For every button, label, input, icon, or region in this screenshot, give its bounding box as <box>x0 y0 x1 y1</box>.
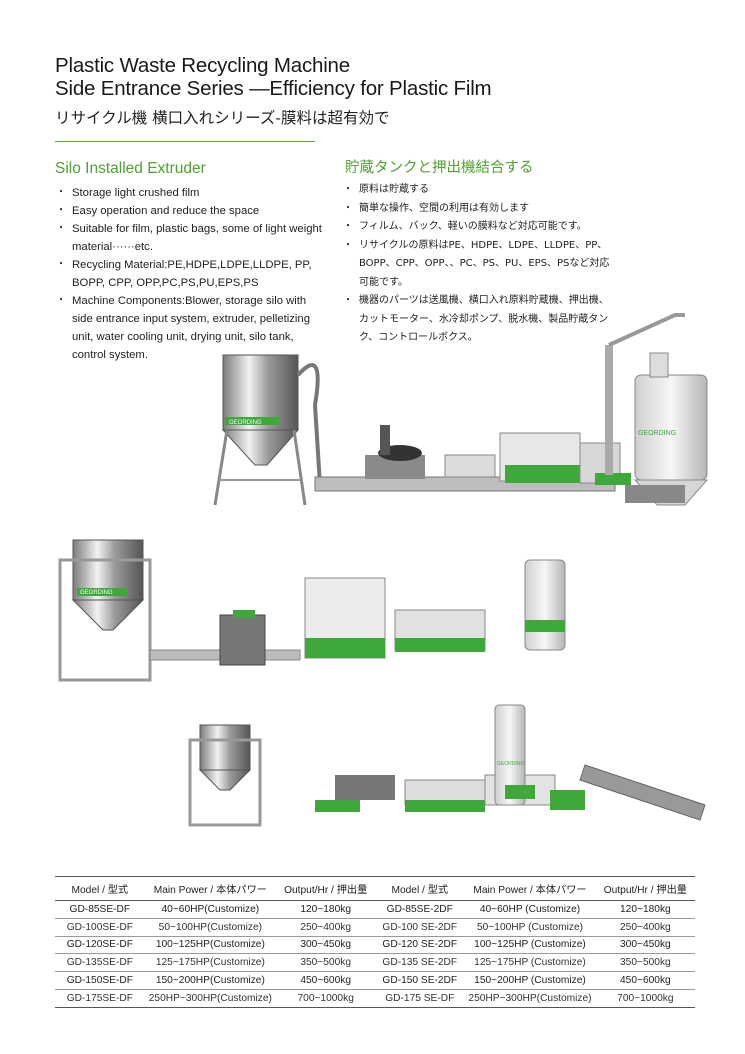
feature-item: Machine Components:Blower, storage silo … <box>56 292 328 364</box>
table-cell: 125~175HP(Customize) <box>144 953 277 973</box>
feature-item-jp: 機器のパーツは送風機、横口入れ原料貯蔵機、押出機、カットモーター、水冷却ポンプ、… <box>343 292 610 348</box>
table-cell: 50~100HP(Customize) <box>144 918 277 937</box>
table-cell: 40~60HP (Customize) <box>464 900 596 919</box>
logo-text: GEORDING <box>229 420 262 426</box>
logo-text: GEORDING <box>80 590 113 596</box>
table-cell: 300~450kg <box>595 936 695 955</box>
table-cell: GD-85SE-2DF <box>375 900 465 919</box>
table-cell: 120~180kg <box>276 900 376 919</box>
table-cell: 100~125HP(Customize) <box>144 936 277 955</box>
table-cell: GD-135 SE-2DF <box>375 953 465 973</box>
column-header: Output/Hr / 押出量 <box>276 876 376 901</box>
table-cell: 300~450kg <box>276 936 376 955</box>
machine-illustration-1: GEORDING GEORDING <box>213 313 709 506</box>
table-row: GD-120SE-DF 100~125HP(Customize) 300~450… <box>55 936 695 955</box>
column-header: Model / 型式 <box>375 876 465 901</box>
table-header-row: Model / 型式 Main Power / 本体パワー Output/Hr … <box>55 876 695 901</box>
section-heading-jp: 貯蔵タンクと押出機結合する <box>345 160 534 176</box>
column-header: Model / 型式 <box>55 876 145 901</box>
column-header: Output/Hr / 押出量 <box>595 876 695 901</box>
title-japanese: リサイクル機 横口入れシリーズ-膜料は超有効で <box>55 109 390 127</box>
title-line-2: Side Entrance Series —Efficiency for Pla… <box>55 77 492 100</box>
table-row: GD-100SE-DF 50~100HP(Customize) 250~400k… <box>55 918 695 937</box>
table-row: GD-135SE-DF 125~175HP(Customize) 350~500… <box>55 953 695 973</box>
title-line-1: Plastic Waste Recycling Machine <box>55 54 350 77</box>
table-cell: GD-100SE-DF <box>55 918 145 937</box>
title-divider <box>55 141 315 142</box>
machine-illustration-3: GEORDING <box>188 704 706 827</box>
section-heading-en: Silo Installed Extruder <box>55 160 206 177</box>
table-cell: 125~175HP (Customize) <box>464 953 596 973</box>
table-cell: GD-150 SE-2DF <box>375 971 465 990</box>
feature-item-jp: 原料は貯蔵する <box>343 181 610 200</box>
table-cell: GD-175 SE-DF <box>375 989 465 1008</box>
feature-item: Easy operation and reduce the space <box>56 202 328 220</box>
table-cell: GD-120SE-DF <box>55 936 145 955</box>
machine-illustration-2: GEORDING <box>58 539 566 682</box>
table-cell: GD-100 SE-2DF <box>375 918 465 937</box>
feature-item-jp: 簡単な操作、空間の利用は有効します <box>343 200 610 219</box>
table-cell: 700~1000kg <box>595 989 695 1008</box>
table-cell: GD-175SE-DF <box>55 989 145 1008</box>
feature-item: Recycling Material:PE,HDPE,LDPE,LLDPE, P… <box>56 256 328 292</box>
page-title: Plastic Waste Recycling Machine Side Ent… <box>55 54 492 100</box>
column-header: Main Power / 本体パワー <box>144 876 277 901</box>
table-cell: 150~200HP (Customize) <box>464 971 596 990</box>
table-cell: GD-85SE-DF <box>55 900 145 919</box>
table-row: GD-85SE-DF 40~60HP(Customize) 120~180kg … <box>55 900 695 919</box>
table-cell: 450~600kg <box>595 971 695 990</box>
feature-item-jp: フィルム、バック、軽いの膜料など対応可能です。 <box>343 218 610 237</box>
table-cell: 250~400kg <box>595 918 695 937</box>
feature-list-jp: 原料は貯蔵する 簡単な操作、空間の利用は有効します フィルム、バック、軽いの膜料… <box>343 181 610 348</box>
table-cell: GD-120 SE-2DF <box>375 936 465 955</box>
table-cell: 40~60HP(Customize) <box>144 900 277 919</box>
table-row: GD-150SE-DF 150~200HP(Customize) 450~600… <box>55 971 695 990</box>
feature-item-jp: リサイクルの原料はPE、HDPE、LDPE、LLDPE、PP、BOPP、CPP、… <box>343 237 610 293</box>
table-cell: 700~1000kg <box>276 989 376 1008</box>
table-cell: 100~125HP (Customize) <box>464 936 596 955</box>
table-cell: 150~200HP(Customize) <box>144 971 277 990</box>
table-cell: 350~500kg <box>276 953 376 973</box>
table-cell: 50~100HP (Customize) <box>464 918 596 937</box>
table-cell: 250HP~300HP(Customize) <box>144 989 277 1008</box>
feature-list-en: Storage light crushed film Easy operatio… <box>56 184 328 364</box>
table-row: GD-175SE-DF 250HP~300HP(Customize) 700~1… <box>55 989 695 1008</box>
feature-item: Storage light crushed film <box>56 184 328 202</box>
table-cell: GD-150SE-DF <box>55 971 145 990</box>
logo-text: GEORDING <box>497 761 524 767</box>
table-cell: 450~600kg <box>276 971 376 990</box>
table-cell: 350~500kg <box>595 953 695 973</box>
table-cell: 120~180kg <box>595 900 695 919</box>
table-cell: 250HP~300HP(Customize) <box>464 989 596 1008</box>
logo-text: GEORDING <box>638 430 676 437</box>
feature-item: Suitable for film, plastic bags, some of… <box>56 220 328 256</box>
spec-table: Model / 型式 Main Power / 本体パワー Output/Hr … <box>55 876 695 1008</box>
table-cell: 250~400kg <box>276 918 376 937</box>
table-cell: GD-135SE-DF <box>55 953 145 973</box>
column-header: Main Power / 本体パワー <box>464 876 596 901</box>
